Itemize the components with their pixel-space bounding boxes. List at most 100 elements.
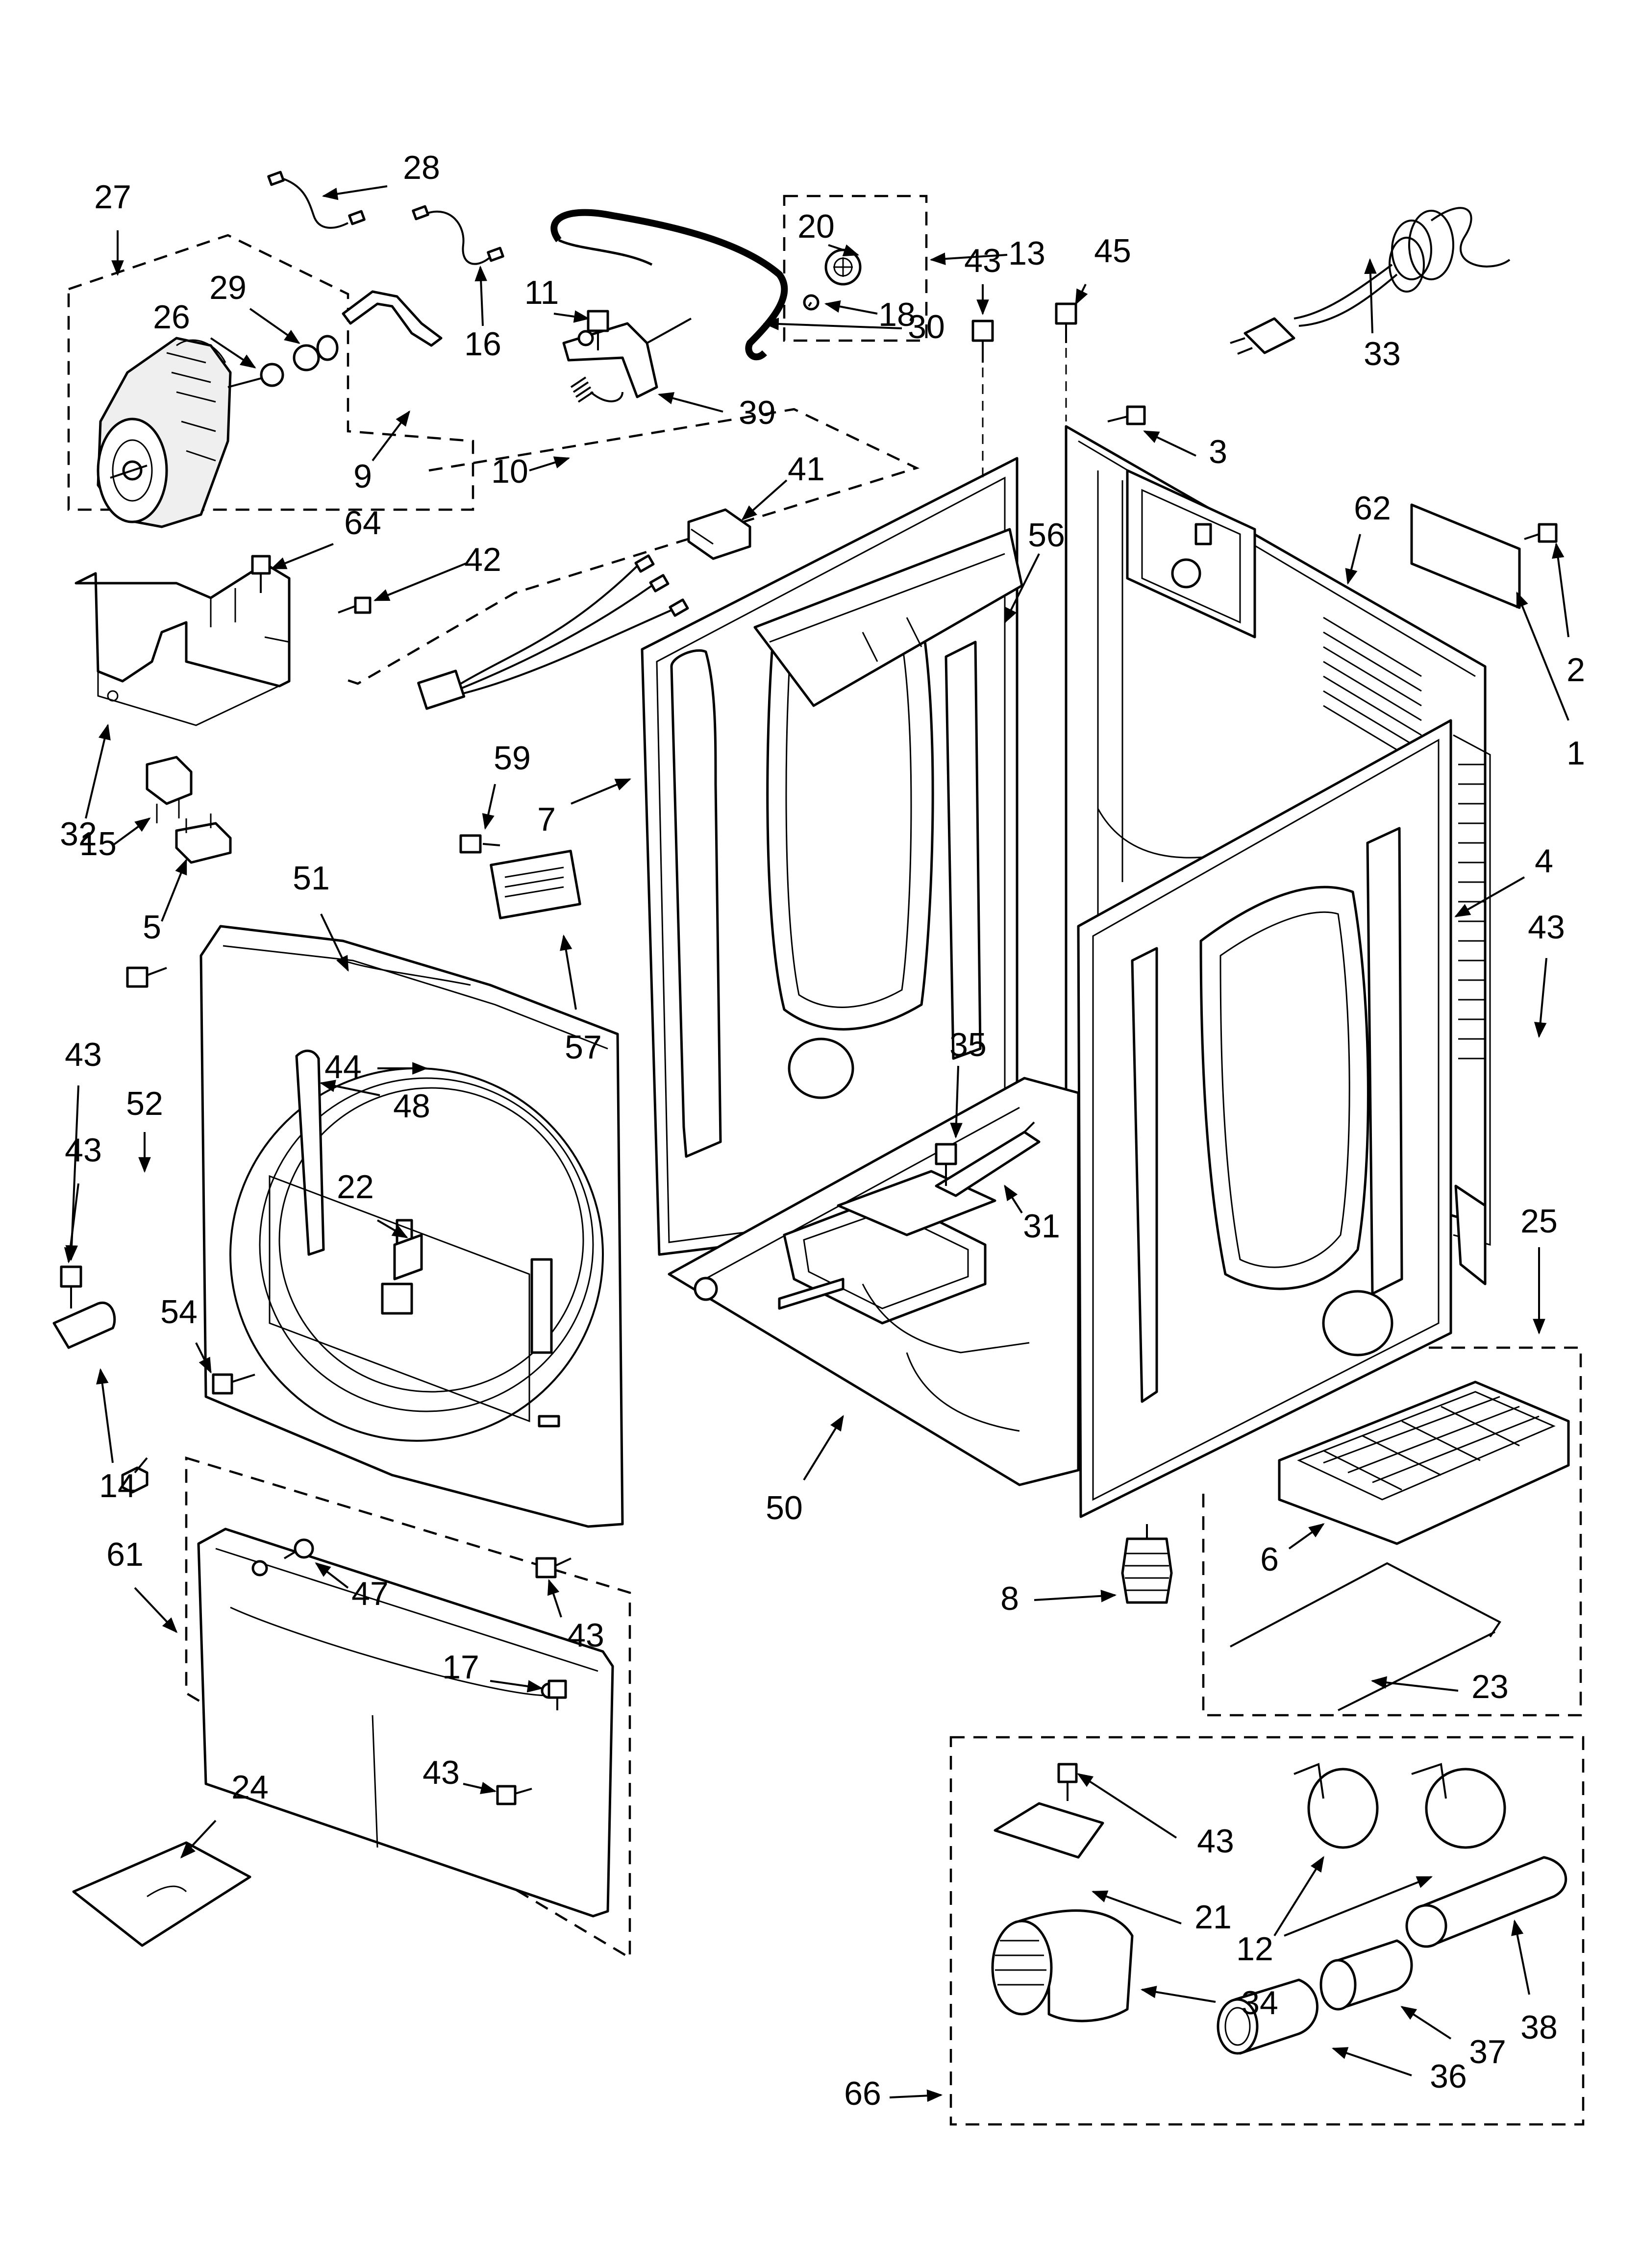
callout-label-2: 2 [1566,651,1585,689]
callout-label-21: 21 [1194,1898,1232,1936]
clamp-14 [52,1265,116,1349]
leader-56 [1004,553,1040,624]
leader-43-3 [64,1183,79,1264]
leader-51 [320,913,349,972]
callout-label-44: 44 [324,1048,362,1085]
screw-64 [251,555,271,593]
callout-label-15: 15 [79,825,117,863]
callout-label-4: 4 [1535,842,1553,880]
front-panel [199,925,624,1528]
group-box-66 [949,1736,1585,2126]
terminal-block-41 [687,508,751,560]
leveling-leg [1121,1524,1173,1604]
motor-mount-strap [342,290,443,347]
side-panel-4 [1077,719,1491,1518]
leader-21 [1091,1890,1182,1924]
callout-label-8: 8 [1000,1580,1019,1617]
leader-42 [373,563,466,601]
callout-label-38: 38 [1520,2009,1558,2046]
duct-38 [1405,1856,1567,1948]
leader-3 [1143,430,1196,457]
callout-label-43: 43 [1528,909,1565,946]
leader-29 [249,308,300,344]
callout-label-51: 51 [293,860,330,897]
group-box-19 [343,408,920,685]
leader-30 [763,318,902,330]
callout-label-43: 43 [65,1036,102,1073]
leader-6 [1288,1523,1325,1550]
screw-59 [459,834,500,854]
leader-39 [657,392,723,413]
bracket-31 [935,1121,1041,1197]
callout-label-30: 30 [908,308,945,345]
leader-lines [64,185,1569,2102]
leader-26 [210,337,256,369]
screw-42 [338,596,372,614]
harness-wire-28 [267,171,366,229]
screw-54 [212,1373,255,1395]
callout-label-33: 33 [1364,335,1401,372]
callout-label-42: 42 [464,541,501,578]
coupling-37 [1319,1939,1413,2011]
callout-label-6: 6 [1260,1541,1279,1578]
front-bulkhead-panel [641,457,1019,1256]
callout-label-45: 45 [1094,232,1131,270]
screw-17 [547,1679,567,1710]
callout-label-7: 7 [537,801,556,838]
wiring-sheet-57 [490,849,581,919]
leader-33 [1364,258,1377,334]
leader-41 [741,479,788,521]
leader-32 [85,723,111,819]
callout-label-43: 43 [567,1617,604,1654]
leader-5 [161,859,187,922]
callout-label-5: 5 [143,909,161,946]
callout-label-10: 10 [491,453,528,490]
leader-4 [1454,876,1525,917]
callout-label-62: 62 [1354,490,1391,527]
callout-label-22: 22 [337,1168,374,1206]
brace-23 [1230,1562,1501,1711]
callout-label-31: 31 [1023,1208,1060,1245]
callout-label-14: 14 [99,1467,136,1504]
callout-label-32: 32 [60,815,97,853]
switch-5 [175,814,232,864]
motor-support-bracket [75,562,291,726]
callout-label-24: 24 [231,1769,269,1806]
leader-43-5 [463,1782,497,1794]
harness-wire-16 [412,205,504,265]
idler-bracket [562,318,692,398]
leader-23 [1370,1676,1459,1692]
toe-panel [197,1528,614,1918]
screw-47 [283,1538,314,1559]
callout-label-47: 47 [351,1575,389,1612]
leader-14 [96,1368,114,1463]
idler-pulley [803,248,862,311]
callout-label-52: 52 [126,1085,163,1122]
leader-61 [134,1587,178,1633]
group-box-25 [1202,1346,1582,1717]
leader-47 [315,1562,349,1589]
callout-label-59: 59 [494,740,531,777]
drive-motor [97,337,265,528]
exhaust-hood-12a [1293,1763,1379,1849]
callout-label-36: 36 [1430,2058,1467,2095]
drive-belt [550,209,788,361]
leader-37 [1400,2006,1452,2040]
leader-2 [1552,542,1569,638]
leader-57 [560,934,577,1010]
cover-plate-21 [994,1802,1104,1859]
callout-label-1: 1 [1566,735,1585,772]
leader-7 [571,778,631,805]
leader-50 [803,1415,844,1481]
cover-plate-1 [1410,503,1521,609]
screw-43-lower [535,1557,572,1578]
leader-11 [553,310,590,323]
power-cord [1230,207,1511,355]
callout-label-26: 26 [153,298,190,336]
callout-label-20: 20 [797,208,835,245]
leader-35 [950,1065,963,1139]
screw-2 [1524,523,1558,543]
leader-18 [824,300,878,315]
wire-harness-19 [417,554,689,710]
